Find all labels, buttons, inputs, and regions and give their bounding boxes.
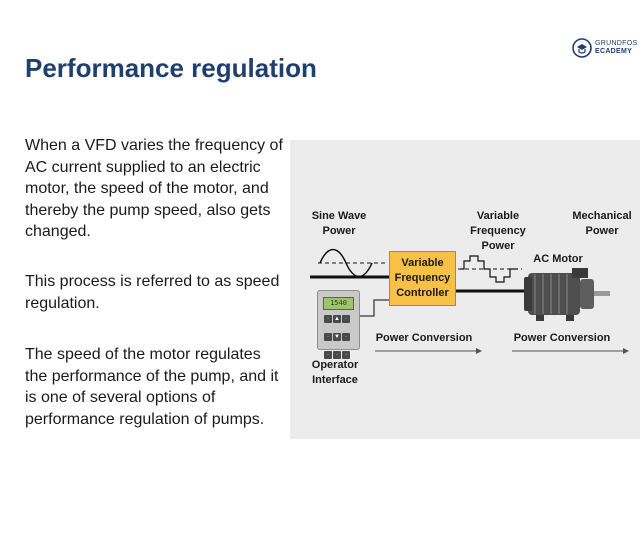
keypad-key: ·	[324, 315, 332, 323]
grundfos-logo-icon	[572, 38, 592, 58]
vfd-controller-label: Variable Frequency Controller	[394, 257, 451, 299]
paragraph-performance: The speed of the motor regulates the per…	[25, 346, 279, 428]
label-power-conversion-1: Power Conversion	[375, 332, 473, 344]
paragraph-vfd-intro: When a VFD varies the frequency of AC cu…	[25, 137, 283, 240]
operator-display: 1540	[323, 297, 354, 310]
label-mechanical-power: Mechanical Power	[572, 210, 632, 237]
logo-text-ecademy: ECADEMY	[595, 48, 633, 55]
ac-motor-icon	[524, 268, 610, 321]
paragraph-speed-regulation: This process is referred to as speed reg…	[25, 273, 280, 312]
keypad-key: ·	[342, 315, 350, 323]
diagram-graphics	[310, 248, 629, 354]
keypad-key: ·	[324, 333, 332, 341]
label-operator-interface: Operator Interface	[311, 359, 359, 386]
operator-panel-icon: 1540 ·▲· ·▼· ···	[317, 290, 360, 359]
grundfos-ecademy-logo: GRUNDFOS ECADEMY	[572, 38, 638, 60]
vfd-controller-box: Variable Frequency Controller	[389, 251, 456, 306]
keypad-key: ▲	[333, 315, 341, 323]
keypad-key: ·	[342, 333, 350, 341]
keypad-key: ·	[342, 351, 350, 359]
keypad-key: ·	[324, 351, 332, 359]
keypad-key: ·	[333, 351, 341, 359]
logo-text-grundfos: GRUNDFOS	[595, 40, 638, 47]
label-ac-motor: AC Motor	[533, 253, 583, 265]
keypad-key: ▼	[333, 333, 341, 341]
operator-keypad: ·▲· ·▼· ···	[324, 315, 356, 369]
label-sine-wave-power: Sine Wave Power	[311, 210, 367, 237]
label-variable-frequency-power: Variable Frequency Power	[470, 210, 526, 252]
vfd-diagram: Sine Wave Power Variable Frequency Power…	[290, 140, 640, 439]
label-power-conversion-2: Power Conversion	[513, 332, 611, 344]
slide-title: Performance regulation	[25, 53, 317, 83]
